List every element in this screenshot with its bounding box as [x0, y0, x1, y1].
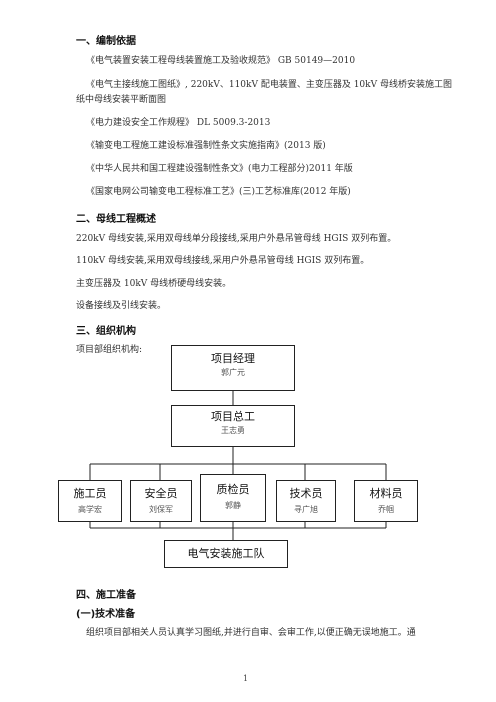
org-box-person: 寻广旭 — [294, 505, 318, 514]
reference-item-2-cont: 纸中母线安装平断面图 — [76, 95, 167, 105]
org-box-title: 技术员 — [289, 487, 323, 500]
overview-item-4: 设备接线及引线安装。 — [76, 301, 167, 311]
org-chart-label: 项目部组织机构: — [76, 345, 143, 355]
section-1-title: 一、编制依据 — [76, 36, 136, 47]
subsection-technical-prep: (一)技术准备 — [76, 609, 136, 620]
org-box-title: 项目总工 — [211, 410, 255, 423]
org-box-person: 高学宏 — [78, 505, 102, 514]
reference-item-5: 《中华人民共和国工程建设强制性条文》(电力工程部分)2011 年版 — [86, 164, 353, 174]
reference-item-6: 《国家电网公司输变电工程标准工艺》(三)工艺标准库(2012 年版) — [86, 187, 351, 197]
overview-item-2: 110kV 母线安装,采用双母线接线,采用户外悬吊管母线 HGIS 双列布置。 — [76, 256, 370, 266]
org-box-title: 安全员 — [144, 487, 178, 500]
org-box-person: 郭广元 — [221, 368, 245, 377]
reference-item-2: 《电气主接线施工图纸》, 220kV、110kV 配电装置、主变压器及 10kV… — [86, 80, 452, 90]
reference-item-4: 《输变电工程施工建设标准强制性条文实施指南》(2013 版) — [86, 141, 326, 151]
reference-item-3: 《电力建设安全工作规程》 DL 5009.3-2013 — [86, 118, 271, 128]
org-box-construction-worker: 施工员 高学宏 — [58, 480, 122, 522]
org-box-materials-officer: 材料员 乔帼 — [354, 480, 418, 522]
org-box-title: 质检员 — [216, 483, 250, 496]
org-box-quality-inspector: 质检员 郭静 — [200, 474, 266, 522]
org-box-title: 电气安装施工队 — [187, 547, 265, 560]
org-box-person: 乔帼 — [378, 505, 394, 514]
technical-prep-text: 组织项目部相关人员认真学习图纸,并进行自审、会审工作,以便正确无误地施工。通 — [86, 628, 416, 638]
org-box-chief-engineer: 项目总工 王志勇 — [171, 405, 295, 447]
section-4-title: 四、施工准备 — [76, 590, 136, 601]
org-box-project-manager: 项目经理 郭广元 — [171, 345, 295, 391]
section-2-title: 二、母线工程概述 — [76, 214, 156, 225]
org-box-person: 郭静 — [225, 501, 241, 510]
org-box-title: 施工员 — [73, 487, 107, 500]
org-box-safety-officer: 安全员 刘保军 — [130, 480, 192, 522]
overview-item-3: 主变压器及 10kV 母线桥硬母线安装。 — [76, 279, 232, 289]
org-box-electrical-team: 电气安装施工队 — [164, 540, 288, 568]
reference-item-1: 《电气装置安装工程母线装置施工及验收规范》 GB 50149—2010 — [86, 56, 356, 66]
org-box-person: 王志勇 — [221, 426, 245, 435]
overview-item-1: 220kV 母线安装,采用双母线单分段接线,采用户外悬吊管母线 HGIS 双列布… — [76, 234, 397, 244]
org-box-person: 刘保军 — [149, 505, 173, 514]
org-box-technician: 技术员 寻广旭 — [276, 480, 336, 522]
page-number: 1 — [243, 674, 249, 683]
org-box-title: 项目经理 — [211, 352, 255, 365]
org-box-title: 材料员 — [369, 487, 403, 500]
section-3-title: 三、组织机构 — [76, 326, 136, 337]
